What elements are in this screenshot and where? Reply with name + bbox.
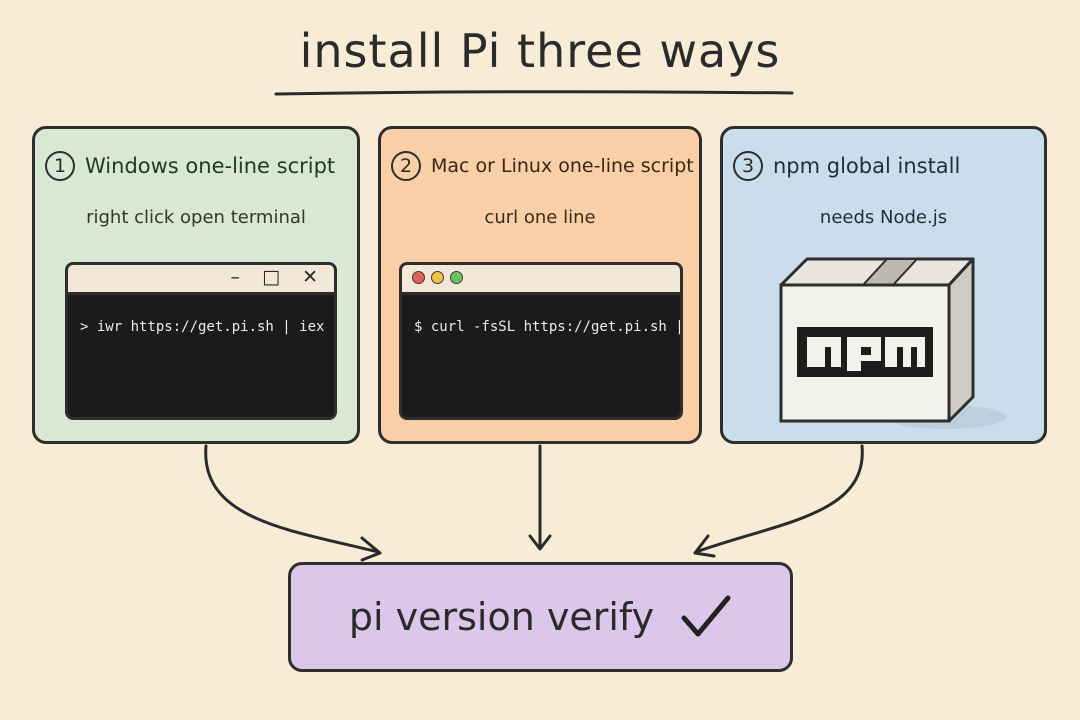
minimize-dot-icon [431, 271, 444, 284]
title-underline [274, 90, 794, 96]
npm-package-box-icon [779, 257, 1006, 429]
page-title: install Pi three ways [299, 24, 781, 78]
mac-terminal-titlebar [402, 265, 680, 295]
verify-label: pi version verify [348, 595, 655, 639]
windows-terminal-window: – □ ✕ > iwr https://get.pi.sh | iex [65, 262, 337, 420]
step-number-1: 1 [45, 151, 75, 181]
arrow-npm [694, 444, 864, 554]
npm-card-title: npm global install [773, 154, 961, 178]
windows-card-header: 1 Windows one-line script [45, 151, 349, 181]
arrow-windows [204, 444, 380, 554]
mac-card-subtitle: curl one line [484, 207, 596, 228]
mac-terminal-window: $ curl -fsSL https://get.pi.sh | sh [399, 262, 683, 420]
npm-install-card: 3 npm global install needs Node.js [720, 126, 1047, 444]
mac-card-title: Mac or Linux one-line script [431, 155, 694, 177]
mac-card-header: 2 Mac or Linux one-line script [391, 151, 694, 181]
windows-card-subtitle: right click open terminal [86, 207, 306, 228]
window-controls-icon: – □ ✕ [230, 266, 326, 288]
traffic-light-icons [412, 271, 463, 284]
zoom-dot-icon [450, 271, 463, 284]
npm-logo-icon [797, 327, 933, 377]
windows-command: > iwr https://get.pi.sh | iex [80, 319, 325, 335]
step-number-2: 2 [391, 151, 421, 181]
npm-card-header: 3 npm global install [733, 151, 1036, 181]
npm-card-subtitle: needs Node.js [819, 207, 948, 228]
windows-terminal-titlebar: – □ ✕ [68, 265, 334, 295]
step-number-3: 3 [733, 151, 763, 181]
verify-box: pi version verify [288, 562, 793, 672]
close-dot-icon [412, 271, 425, 284]
windows-card-title: Windows one-line script [85, 154, 336, 178]
mac-linux-install-card: 2 Mac or Linux one-line script curl one … [378, 126, 702, 444]
mac-command: $ curl -fsSL https://get.pi.sh | sh [414, 319, 683, 335]
checkmark-icon [681, 595, 731, 637]
windows-install-card: 1 Windows one-line script right click op… [32, 126, 360, 444]
